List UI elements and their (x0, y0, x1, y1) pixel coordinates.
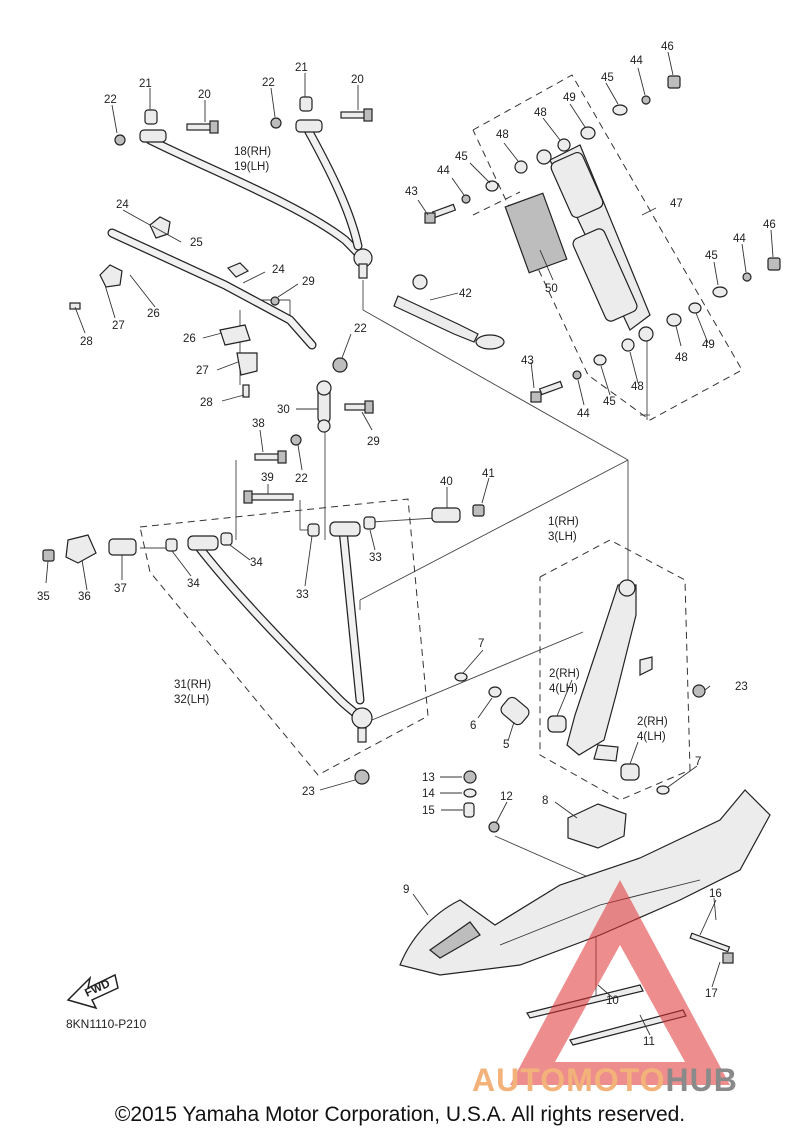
label-14: 14 (422, 788, 435, 800)
lower-a-arm (42, 450, 485, 785)
upper-a-arm (114, 96, 373, 279)
label-30: 30 (277, 404, 290, 416)
label-47: 47 (670, 198, 683, 210)
label-48a: 48 (496, 129, 509, 141)
label-21a: 21 (139, 78, 152, 90)
label-7a: 7 (478, 638, 484, 650)
label-22a: 22 (104, 94, 117, 106)
label-37: 37 (114, 583, 127, 595)
label-34b: 34 (250, 557, 263, 569)
tool-42 (393, 274, 505, 350)
label-13: 13 (422, 772, 435, 784)
label-26b: 26 (183, 333, 196, 345)
label-29b: 29 (367, 436, 380, 448)
leader-lines (45, 51, 774, 1036)
label-31: 31(RH) (174, 679, 211, 691)
diagram-code: 8KN1110-P210 (66, 1017, 147, 1031)
watermark-text: AUTOMOTOHUB (472, 1062, 738, 1099)
label-2a: 2(RH) (549, 668, 580, 680)
label-43a: 43 (405, 186, 418, 198)
label-39: 39 (261, 472, 274, 484)
label-38: 38 (252, 418, 265, 430)
label-44a: 44 (437, 165, 450, 177)
label-46b: 46 (763, 219, 776, 231)
label-35: 35 (37, 591, 50, 603)
label-27a: 27 (112, 320, 125, 332)
label-12: 12 (500, 791, 513, 803)
label-48c: 48 (675, 352, 688, 364)
damper-8 (567, 803, 627, 849)
label-44b: 44 (630, 55, 643, 67)
label-21b: 21 (295, 62, 308, 74)
label-45d: 45 (603, 396, 616, 408)
label-45c: 45 (705, 250, 718, 262)
label-19: 19(LH) (234, 161, 269, 173)
label-25: 25 (190, 237, 203, 249)
label-23a: 23 (302, 786, 315, 798)
label-22d: 22 (295, 473, 308, 485)
label-48b: 48 (534, 107, 547, 119)
label-11: 11 (643, 1036, 655, 1048)
label-29a: 29 (302, 276, 315, 288)
label-9: 9 (403, 884, 409, 896)
label-50: 50 (545, 283, 558, 295)
label-22c: 22 (354, 323, 367, 335)
pivot-parts (454, 672, 530, 726)
stabilizer-bar (69, 216, 374, 446)
label-34a: 34 (187, 578, 200, 590)
label-45a: 45 (455, 151, 468, 163)
label-3: 3(LH) (548, 531, 577, 543)
label-16: 16 (709, 888, 722, 900)
label-10: 10 (606, 995, 619, 1007)
group-boxes (139, 74, 743, 801)
label-40: 40 (440, 476, 453, 488)
label-15: 15 (422, 805, 435, 817)
label-42: 42 (459, 288, 472, 300)
label-45b: 45 (601, 72, 614, 84)
label-32: 32(LH) (174, 694, 209, 706)
label-24b: 24 (272, 264, 285, 276)
label-36: 36 (78, 591, 91, 603)
watermark-logo (510, 880, 730, 1085)
watermark-part2: HUB (665, 1062, 738, 1098)
shock-absorber (424, 75, 781, 403)
label-46a: 46 (661, 41, 674, 53)
label-43b: 43 (521, 355, 534, 367)
label-4a: 4(LH) (549, 683, 578, 695)
spindle (547, 579, 706, 795)
label-8: 8 (542, 795, 548, 807)
label-1: 1(RH) (548, 516, 579, 528)
label-48d: 48 (631, 381, 644, 393)
label-24a: 24 (116, 199, 129, 211)
ski (399, 789, 771, 1046)
label-2b: 2(RH) (637, 716, 668, 728)
watermark-part1: AUTOMOTO (472, 1062, 666, 1098)
label-28a: 28 (80, 336, 93, 348)
label-28b: 28 (200, 397, 213, 409)
label-20a: 20 (198, 89, 211, 101)
label-23b: 23 (735, 681, 748, 693)
label-33b: 33 (369, 552, 382, 564)
label-7b: 7 (695, 756, 701, 768)
callout-labels: 1(RH) 3(LH) 2(RH) 4(LH) 2(RH) 4(LH) 5 6 … (37, 41, 776, 1048)
label-44c: 44 (733, 233, 746, 245)
label-22b: 22 (262, 77, 275, 89)
label-44d: 44 (577, 408, 590, 420)
small-parts (463, 770, 500, 833)
label-20b: 20 (351, 74, 364, 86)
label-27b: 27 (196, 365, 209, 377)
label-5: 5 (503, 739, 509, 751)
label-33a: 33 (296, 589, 309, 601)
label-26a: 26 (147, 308, 160, 320)
label-6: 6 (470, 720, 476, 732)
label-49a: 49 (563, 92, 576, 104)
label-17: 17 (705, 988, 718, 1000)
copyright-notice: ©2015 Yamaha Motor Corporation, U.S.A. A… (114, 1103, 686, 1126)
label-4b: 4(LH) (637, 731, 666, 743)
label-18: 18(RH) (234, 146, 271, 158)
fwd-arrow: FWD (66, 973, 119, 1010)
label-41: 41 (482, 468, 495, 480)
label-49b: 49 (702, 339, 715, 351)
